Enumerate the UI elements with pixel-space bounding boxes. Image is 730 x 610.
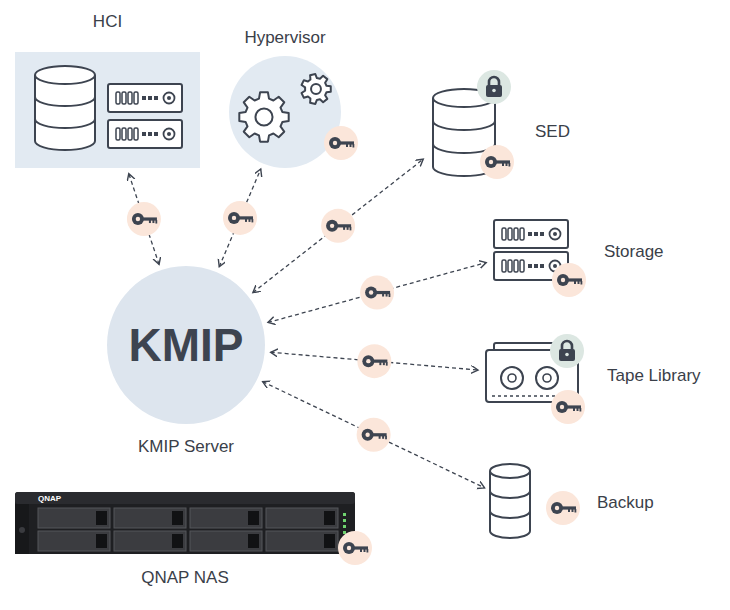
key-badge bbox=[360, 276, 394, 310]
tape-icon bbox=[486, 343, 578, 402]
key-badge bbox=[357, 418, 391, 452]
tape-library-icon: Tape Library bbox=[484, 343, 588, 407]
sed-icon: SED bbox=[428, 82, 498, 174]
device-logo: QNAP bbox=[38, 494, 61, 504]
gear-icon bbox=[239, 74, 330, 142]
server-unit bbox=[108, 84, 182, 112]
node-label: KMIP Server bbox=[86, 437, 286, 457]
node-label: Hypervisor bbox=[205, 28, 365, 48]
node-label: Storage bbox=[604, 242, 664, 262]
key-badge bbox=[338, 531, 372, 565]
gear-hub bbox=[311, 84, 321, 94]
key-exchange-arrow bbox=[271, 352, 478, 370]
key-badge bbox=[551, 390, 585, 424]
key-badge bbox=[546, 491, 580, 525]
key-badge bbox=[357, 344, 391, 378]
node-title: KMIP bbox=[107, 318, 265, 372]
key-exchange-arrow bbox=[129, 174, 159, 265]
gear-shape bbox=[302, 74, 331, 104]
key-badge bbox=[321, 209, 355, 243]
nas-device bbox=[15, 492, 355, 554]
kmip-server-circle: KMIPKMIP Server bbox=[107, 266, 265, 424]
disk-icon bbox=[433, 89, 495, 176]
node-label: SED bbox=[535, 122, 570, 142]
gear-hub bbox=[255, 108, 272, 125]
server-unit bbox=[494, 252, 568, 280]
key-badge bbox=[480, 145, 514, 179]
nas-device: QNAP NAS bbox=[15, 492, 355, 554]
disk-icon bbox=[490, 464, 530, 538]
hypervisor-circle: Hypervisor bbox=[229, 56, 341, 168]
key-exchange-arrow bbox=[219, 169, 261, 267]
node-label: QNAP NAS bbox=[15, 568, 355, 588]
node-label: Tape Library bbox=[607, 366, 701, 386]
server-unit bbox=[108, 120, 182, 148]
hci-box: HCI bbox=[15, 52, 200, 168]
key-badge bbox=[223, 201, 257, 235]
key-exchange-arrow bbox=[253, 159, 423, 292]
storage-icon: Storage bbox=[492, 218, 572, 282]
key-exchange-arrow bbox=[268, 263, 486, 323]
key-badge bbox=[324, 126, 358, 160]
database-icon bbox=[35, 66, 95, 150]
backup-icon: Backup bbox=[490, 462, 534, 540]
server-unit bbox=[494, 220, 568, 248]
gear-shape bbox=[239, 92, 288, 141]
node-label: HCI bbox=[15, 12, 200, 32]
key-badge bbox=[552, 263, 586, 297]
node-label: Backup bbox=[597, 493, 654, 513]
key-exchange-arrow bbox=[263, 382, 485, 488]
key-badge bbox=[127, 202, 161, 236]
lock-badge bbox=[477, 70, 511, 104]
lock-badge bbox=[550, 334, 584, 368]
